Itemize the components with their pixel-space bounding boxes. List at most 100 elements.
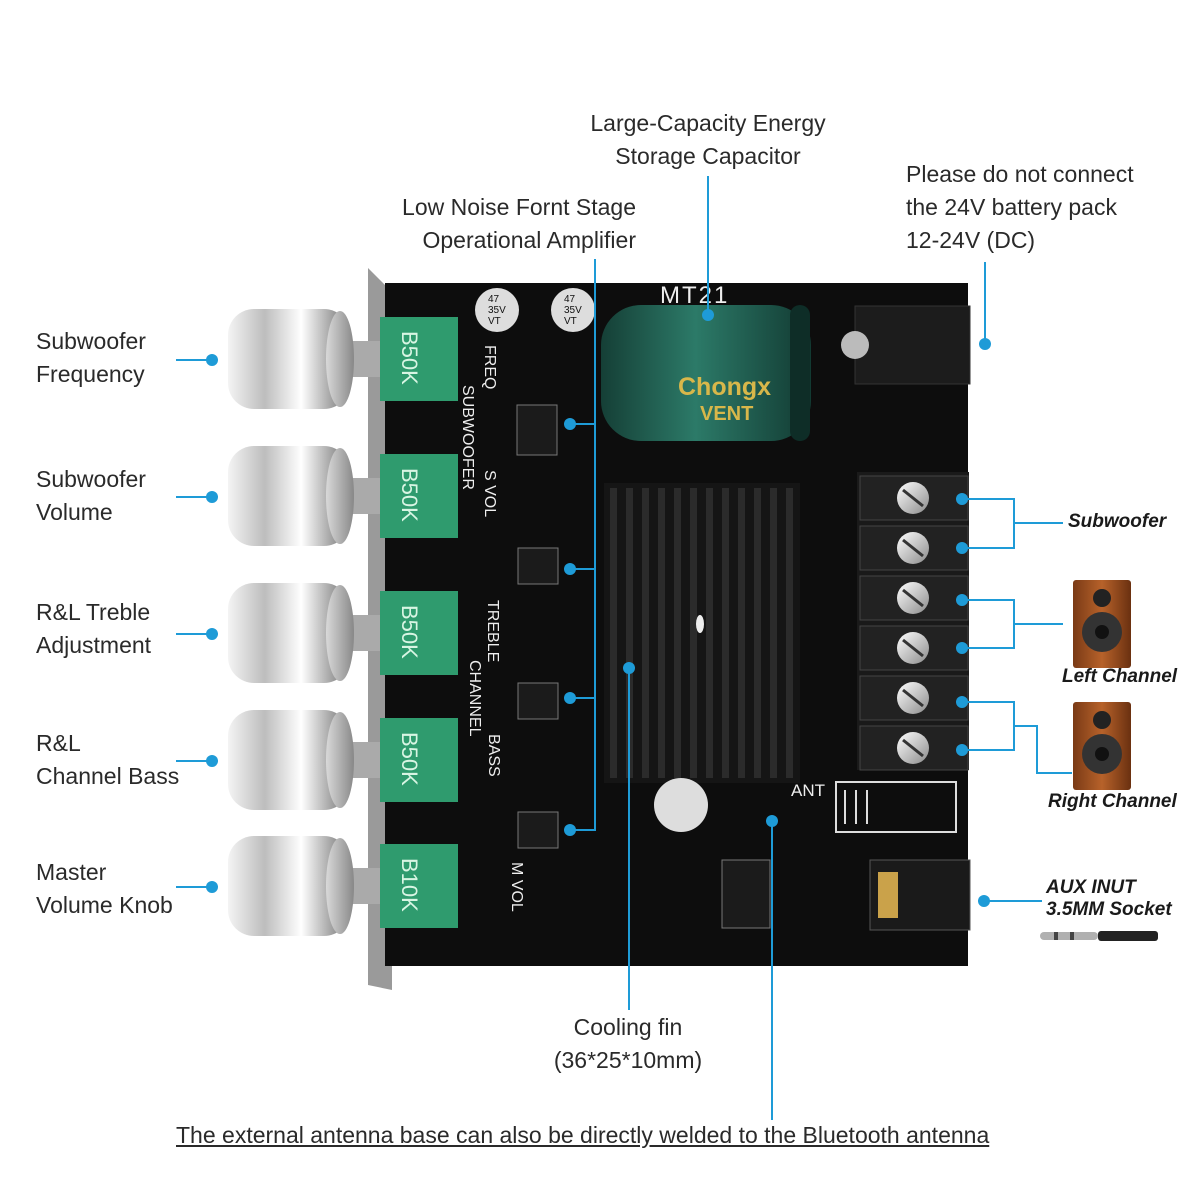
callout-dot-bass — [206, 755, 218, 767]
svg-text:47: 47 — [564, 294, 576, 305]
callout-branch-opamp-4 — [570, 829, 596, 831]
board-model: MT21 — [660, 282, 729, 309]
callout-right-mid — [1013, 725, 1037, 727]
left-speaker-icon — [1073, 580, 1131, 668]
pot-label: B50K — [397, 331, 422, 385]
callout-dot-opamp-1 — [564, 418, 576, 430]
callout-line-aux — [988, 900, 1042, 902]
callout-right-h1 — [966, 701, 1014, 703]
label-cooling-fin: Cooling fin(36*25*10mm) — [553, 1014, 703, 1073]
label-subwoofer-output: Subwoofer — [1068, 511, 1167, 532]
potentiometer — [380, 844, 458, 928]
callout-line-sub-vol — [176, 496, 212, 498]
callout-line-sub-freq — [176, 359, 212, 361]
callout-sub-out — [1013, 522, 1063, 524]
svg-text:47: 47 — [488, 294, 500, 305]
callout-left-out — [1013, 623, 1063, 625]
callout-line-antenna — [771, 820, 773, 1120]
callout-dot-power — [979, 338, 991, 350]
callout-right-h2 — [966, 749, 1014, 751]
callout-dot-opamp-3 — [564, 692, 576, 704]
callout-line-fin — [628, 668, 630, 1010]
volume-knob: B10K — [228, 836, 458, 936]
callout-sub-h2 — [966, 547, 1014, 549]
label-right-channel: Right Channel — [1048, 791, 1177, 812]
volume-knob: B50K — [228, 309, 458, 409]
svg-text:35V: 35V — [488, 305, 506, 316]
callout-dot-aux — [978, 895, 990, 907]
svg-text:BASS: BASS — [485, 734, 502, 777]
svg-text:CHANNEL: CHANNEL — [466, 660, 483, 737]
capacitor-mark: VENT — [700, 403, 753, 425]
energy-storage-capacitor: Chongx VENT — [601, 305, 811, 441]
bluetooth-antenna-module — [835, 781, 957, 833]
op-amp-chips — [516, 404, 559, 849]
svg-text:M VOL: M VOL — [508, 862, 525, 912]
callout-dot-master — [206, 881, 218, 893]
capacitor-brand: Chongx — [678, 373, 771, 401]
callout-line-capacitor — [707, 176, 709, 311]
svg-text:VT: VT — [488, 316, 501, 327]
callout-right-down — [1036, 725, 1038, 773]
pot-label: B50K — [397, 468, 422, 522]
callout-dot-opamp-2 — [564, 563, 576, 575]
svg-text:S VOL: S VOL — [481, 470, 498, 517]
callout-dot-right-1 — [956, 696, 968, 708]
main-chip — [721, 859, 771, 929]
aux-jack — [869, 859, 971, 931]
callout-branch-opamp-2 — [570, 568, 596, 570]
callout-dot-left-1 — [956, 594, 968, 606]
callout-dot-antenna — [766, 815, 778, 827]
pot-label: B10K — [397, 858, 422, 912]
potentiometer — [380, 454, 458, 538]
callout-line-opamp — [594, 259, 596, 831]
callout-dot-left-2 — [956, 642, 968, 654]
pot-label: B50K — [397, 732, 422, 786]
knob-group: B50K B50K B50K B50K B10K — [228, 309, 458, 936]
svg-text:35V: 35V — [564, 305, 582, 316]
callout-branch-opamp-1 — [570, 423, 596, 425]
volume-knob: B50K — [228, 710, 458, 810]
volume-knob: B50K — [228, 583, 458, 683]
callout-dot-opamp-4 — [564, 824, 576, 836]
potentiometer — [380, 718, 458, 802]
dc-power-jack — [841, 305, 971, 385]
potentiometer — [380, 591, 458, 675]
right-speaker-icon — [1073, 702, 1131, 790]
callout-dot-capacitor — [702, 309, 714, 321]
callout-dot-treble — [206, 628, 218, 640]
callout-right-out — [1036, 772, 1072, 774]
callout-branch-opamp-3 — [570, 697, 596, 699]
aux-cable-icon — [1040, 931, 1158, 941]
callout-line-master — [176, 886, 212, 888]
callout-dot-sub-freq — [206, 354, 218, 366]
svg-text:ANT: ANT — [791, 781, 825, 800]
speaker-terminal-block — [857, 472, 969, 771]
heatsink — [604, 483, 800, 783]
callout-dot-right-2 — [956, 744, 968, 756]
svg-text:VT: VT — [564, 316, 577, 327]
callout-line-treble — [176, 633, 212, 635]
volume-knob: B50K — [228, 446, 458, 546]
callout-left-h2 — [966, 647, 1014, 649]
callout-dot-sub-1 — [956, 493, 968, 505]
small-capacitors: 47 35V VT 47 35V VT — [475, 288, 708, 832]
antenna-note: The external antenna base can also be di… — [176, 1122, 990, 1148]
callout-line-power — [984, 262, 986, 344]
silkscreen: FREQ SUBWOOFER S VOL TREBLE CHANNEL BASS… — [459, 345, 825, 912]
pot-label: B50K — [397, 605, 422, 659]
callout-left-h1 — [966, 599, 1014, 601]
svg-text:TREBLE: TREBLE — [484, 600, 501, 662]
callout-line-bass — [176, 760, 212, 762]
potentiometer — [380, 317, 458, 401]
callout-dot-sub-2 — [956, 542, 968, 554]
svg-text:SUBWOOFER: SUBWOOFER — [459, 385, 476, 490]
